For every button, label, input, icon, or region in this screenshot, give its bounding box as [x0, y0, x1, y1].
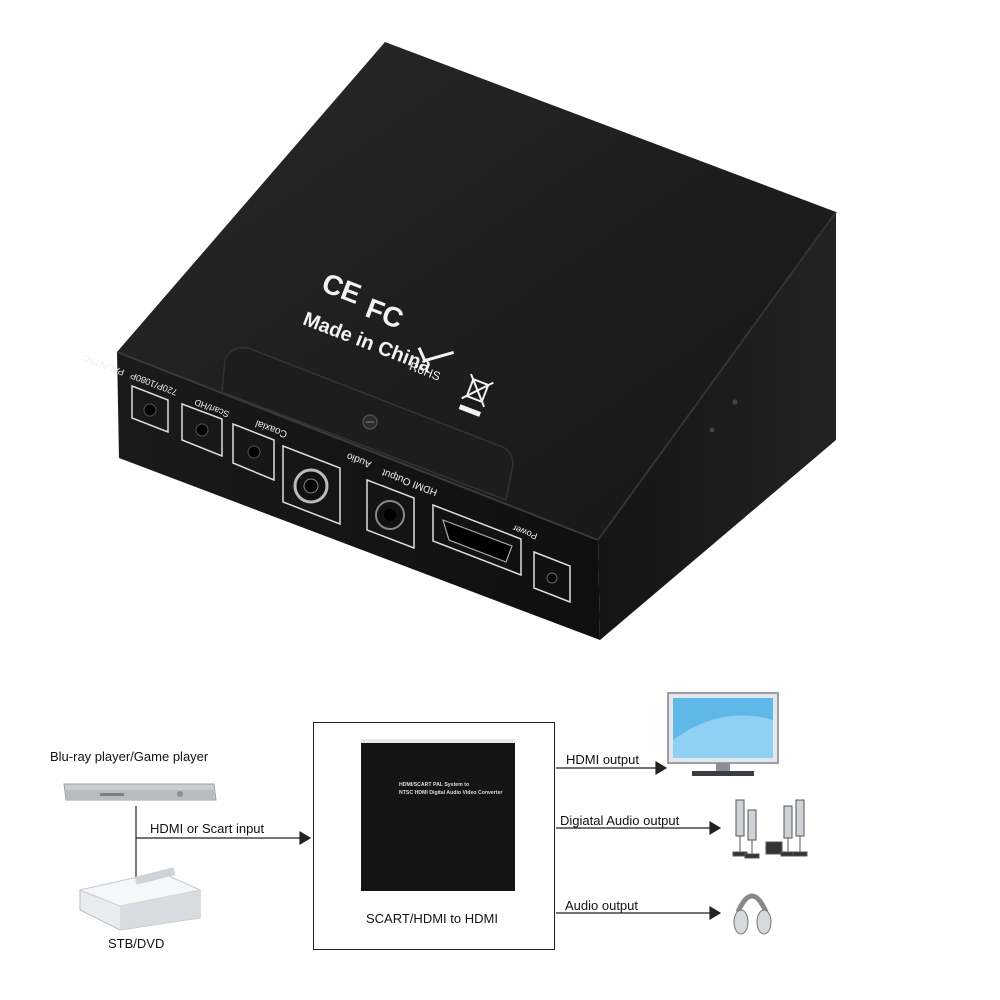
source-bottom-label: STB/DVD — [108, 936, 165, 951]
power-port[interactable] — [546, 572, 558, 584]
checkmark-icon — [417, 347, 455, 363]
device-side-face — [598, 212, 836, 640]
weee-bin-icon — [458, 373, 494, 417]
speakers-icon — [732, 799, 808, 859]
input-label: HDMI or Scart input — [150, 821, 265, 836]
diagram-lines — [135, 760, 722, 921]
device-front-face — [117, 352, 600, 640]
hdmi-output-port[interactable] — [442, 519, 513, 563]
scart-hd-button[interactable] — [247, 445, 261, 459]
converter-device: CE FC RoHS Made in China PAL/NTSC 720P/1… — [81, 42, 837, 640]
monitor-icon — [667, 692, 779, 776]
stb-dvd-icon — [78, 867, 202, 931]
headphones-icon — [733, 893, 772, 935]
center-caption: SCART/HDMI to HDMI — [366, 911, 498, 926]
out-hdmi-label: HDMI output — [566, 752, 639, 767]
mini-text-line2: NTSC HDMI Digital Audio Video Converter — [399, 790, 503, 796]
out-digital-audio-label: Digiatal Audio output — [560, 813, 680, 828]
bluray-player-icon — [63, 783, 217, 801]
source-top-label: Blu-ray player/Game player — [50, 749, 209, 764]
mini-text-line1: HDMI/SCART PAL System to — [399, 782, 470, 788]
resolution-button[interactable] — [195, 423, 209, 437]
pal-ntsc-button[interactable] — [143, 403, 157, 417]
out-audio-label: Audio output — [565, 898, 639, 913]
converter-box: HDMI/SCART PAL System to NTSC HDMI Digit… — [313, 722, 555, 950]
mini-converter-icon: HDMI/SCART PAL System to NTSC HDMI Digit… — [361, 739, 515, 891]
